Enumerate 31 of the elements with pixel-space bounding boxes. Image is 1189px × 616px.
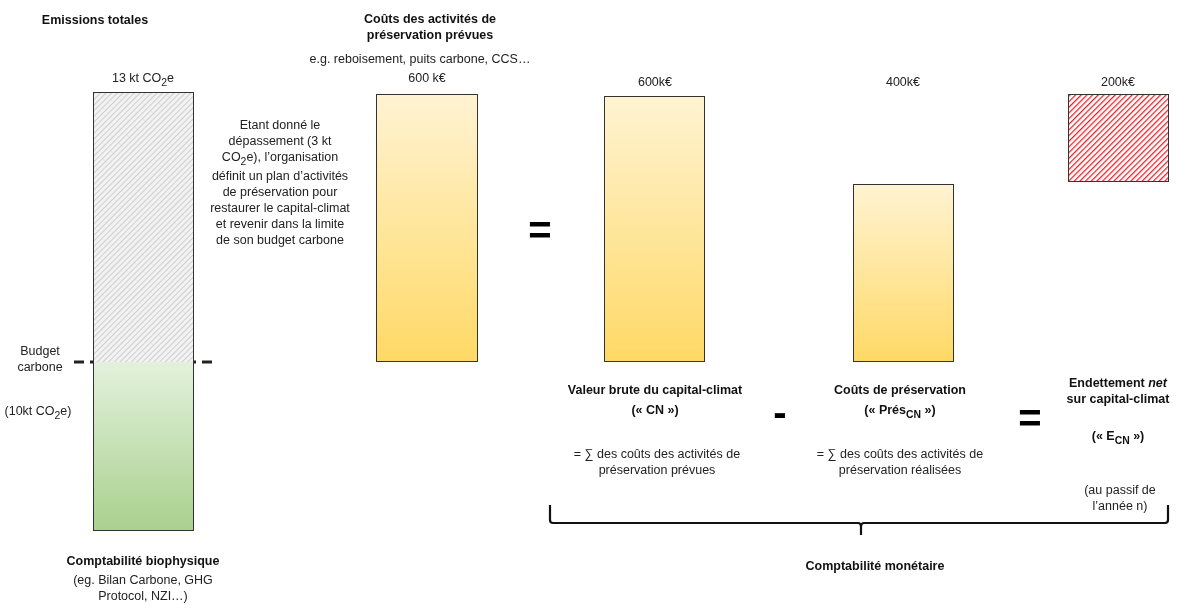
bar [376,94,478,362]
column-heading: Coûts des activités de préservation prévues [363,11,497,43]
value-label: 200k€ [1099,74,1137,90]
bar [604,96,705,362]
section-heading: Comptabilité biophysique [65,553,221,569]
budget-value: (10kt CO$_{2}$e) [3,403,73,422]
section-heading: Comptabilité monétaire [804,558,946,574]
column-heading: Endettement net sur capital-climat [1065,375,1171,407]
column-heading: Valeur brute du capital-climat [566,382,744,398]
column-heading: Coûts de préservation [833,382,967,398]
definition-text: = ∑ des coûts des activités de préservation réalisées [815,446,985,478]
formula-symbol: (« E$_{CN}$ ») [1090,428,1146,447]
note-text: (au passif de l’année n) [1083,482,1157,514]
budget-label: Budget carbone [16,343,64,375]
column-heading: Emissions totales [40,12,150,28]
equals-sign: = [527,210,553,250]
value-label: 400k€ [884,74,922,90]
value-label: 600 k€ [407,70,447,86]
bar [1068,94,1169,182]
example-note: (eg. Bilan Carbone, GHG Protocol, NZI…) [72,572,214,604]
bar [93,92,194,531]
minus-sign: - [772,392,788,432]
definition-text: = ∑ des coûts des activités de préservation prévues [572,446,742,478]
formula-symbol: (« CN ») [630,402,680,418]
explanation-text: Etant donné le dépassement (3 kt CO$_{2}$e), l’organisation définit un plan d’activités de préservation pour restaurer le capital-climat et revenir dans la limite de son budget carbone [209,117,351,248]
bar [853,184,954,362]
value-label: 600k€ [636,74,674,90]
formula-symbol: (« Prés$_{CN}$ ») [863,402,937,421]
example-note: e.g. reboisement, puits carbone, CCS… [308,51,532,67]
equals-sign: = [1017,398,1043,438]
value-label: 13 kt CO$_{2}$e [110,70,176,89]
